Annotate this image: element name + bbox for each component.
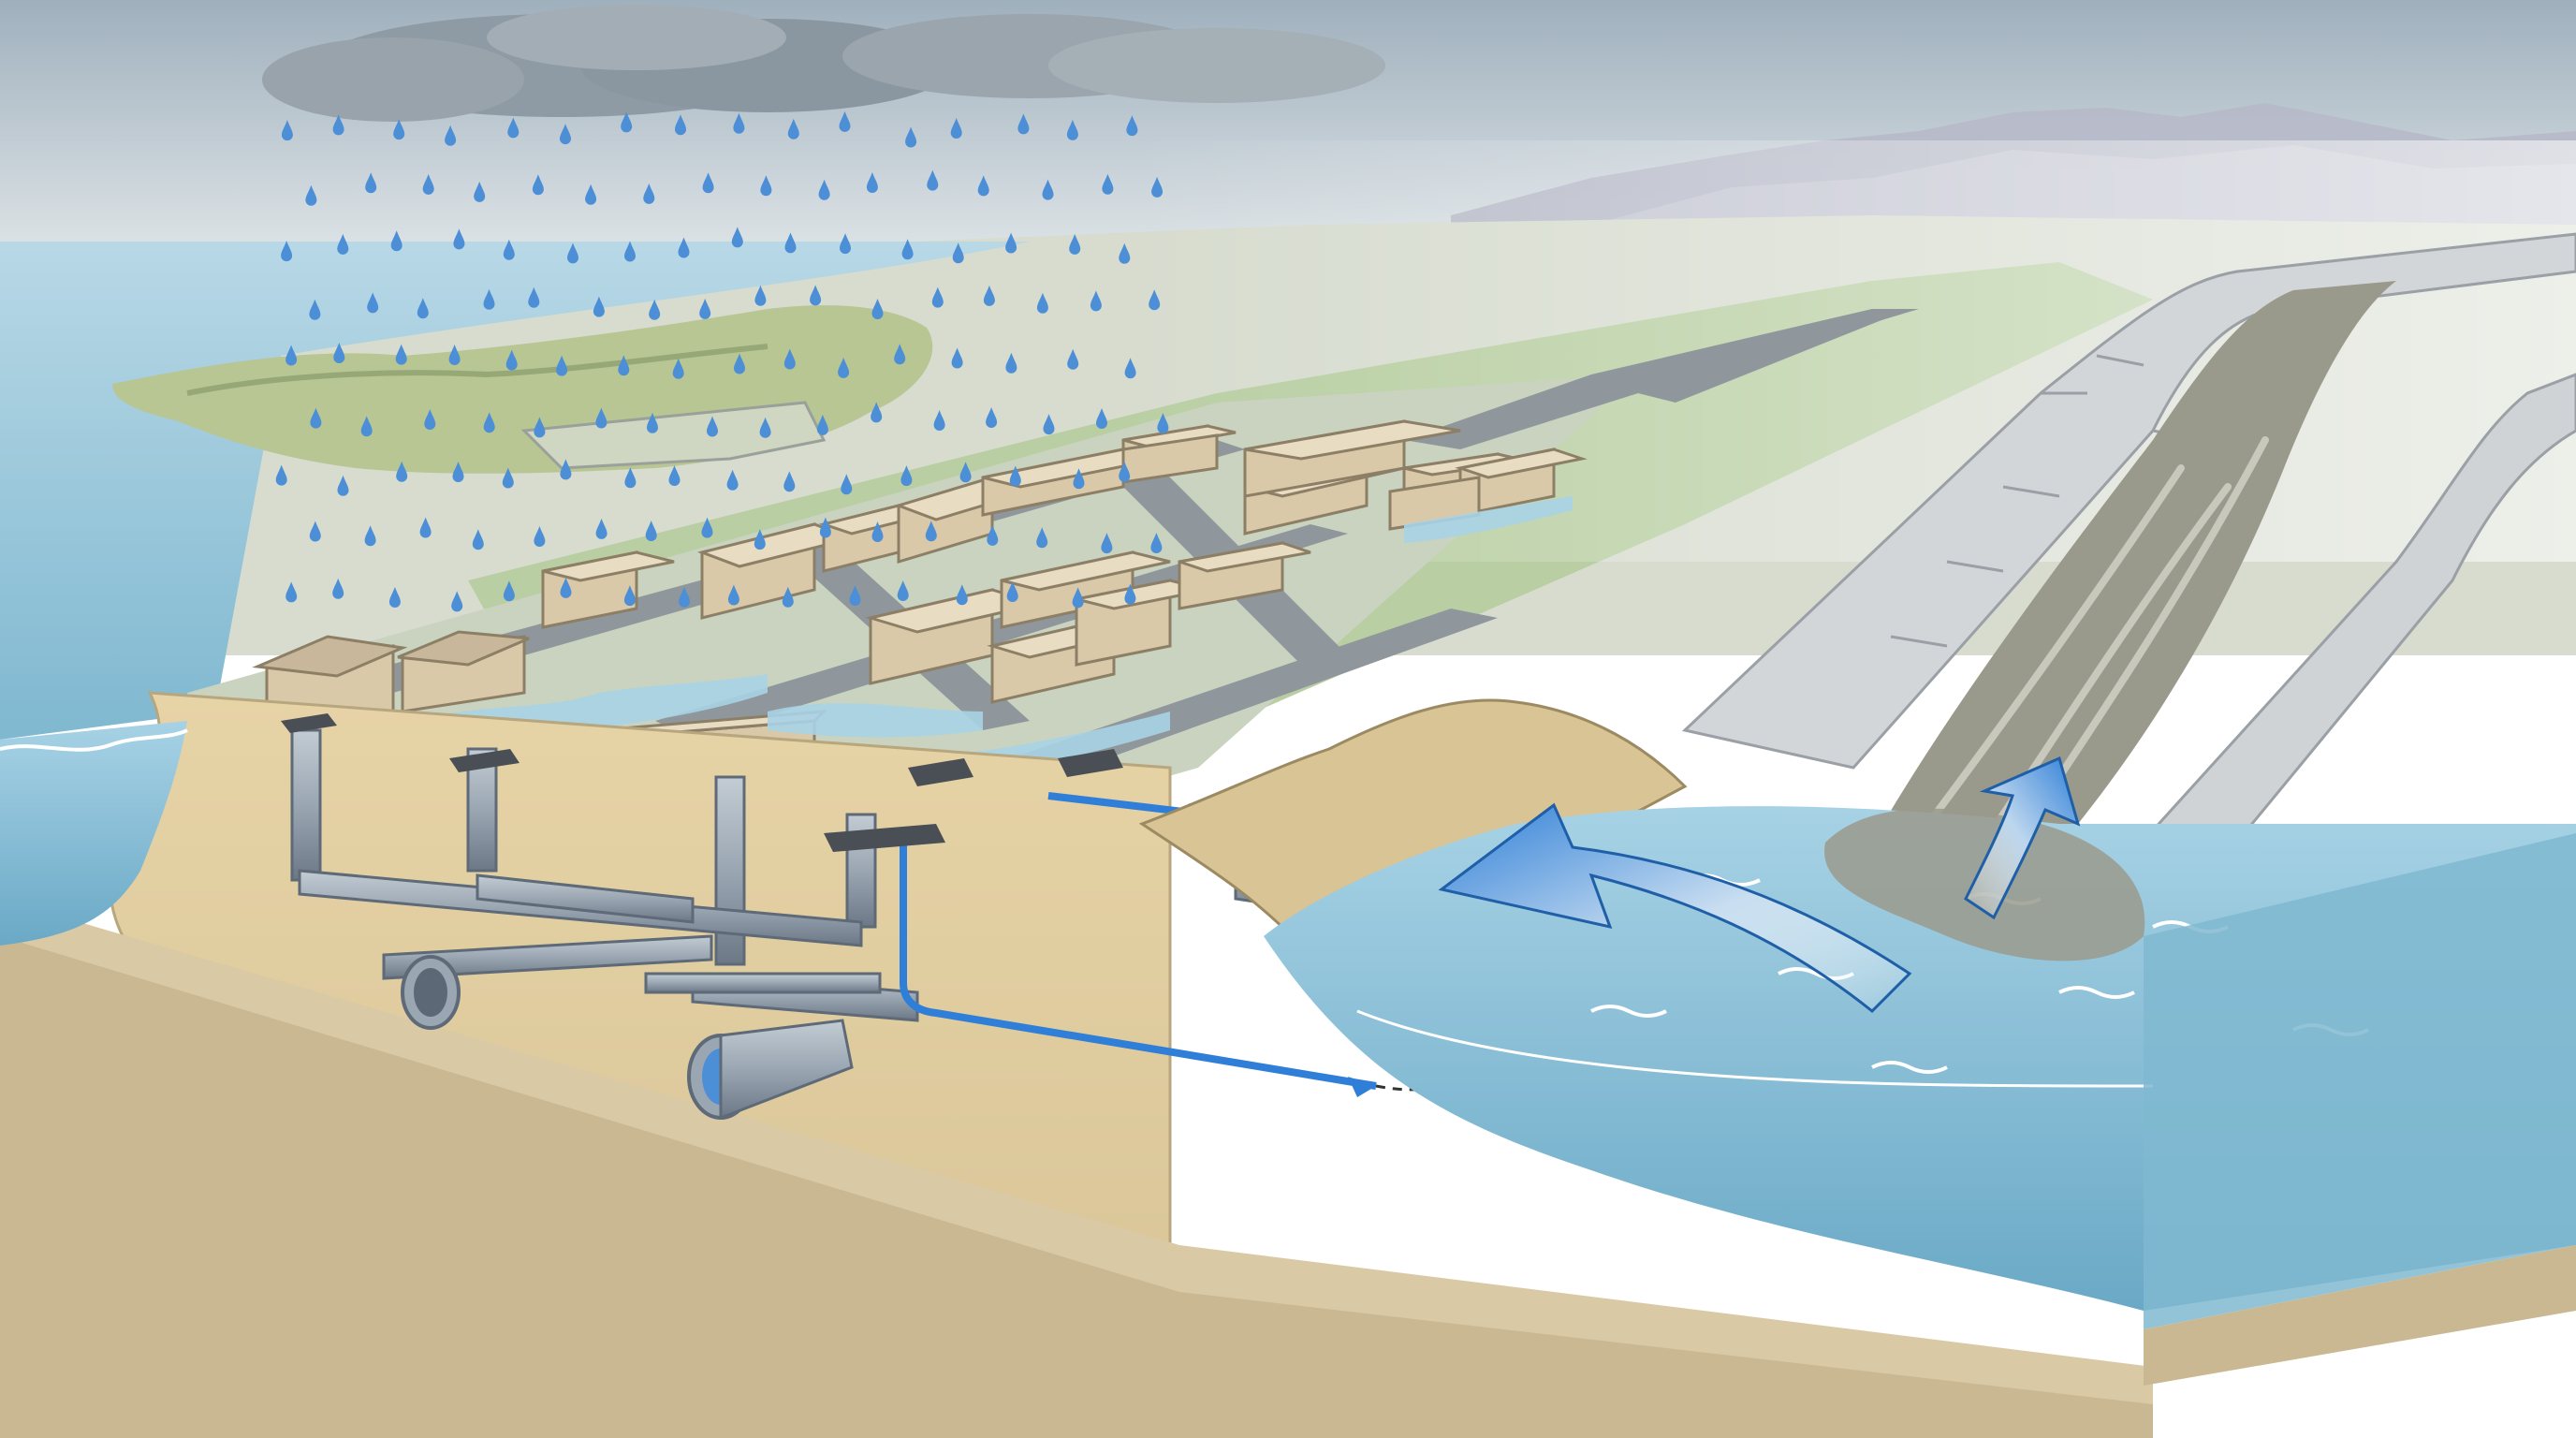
rain-cloud-icon [262, 5, 1385, 122]
house-left-2 [397, 630, 530, 713]
vertical-pipe-1 [290, 728, 322, 882]
building-block-13 [1243, 419, 1461, 498]
building-block-1 [541, 550, 675, 629]
outfall-pipe-icon [401, 955, 854, 1121]
drain-flow-path [900, 843, 1377, 1090]
building-block-7 [865, 588, 1045, 685]
outer-levee [2122, 373, 2576, 901]
left-sea-cross-section [0, 721, 187, 946]
cross-pipe [382, 934, 713, 980]
storm-surge-arrow [1438, 802, 1912, 1014]
water-cross-section [2144, 833, 2576, 1329]
building-block-15 [1455, 448, 1588, 517]
eroding-bank [1138, 698, 1688, 976]
river-outflow-arrow [1964, 756, 2081, 920]
connector-pipe [476, 873, 695, 924]
building-block-4 [894, 475, 1034, 565]
sea-wall [1681, 232, 2576, 770]
storm-drain-grate-icon [281, 713, 1123, 852]
silty-river [1872, 281, 2396, 890]
vertical-pipe-3 [714, 775, 746, 966]
building-block-11 [1178, 541, 1311, 610]
